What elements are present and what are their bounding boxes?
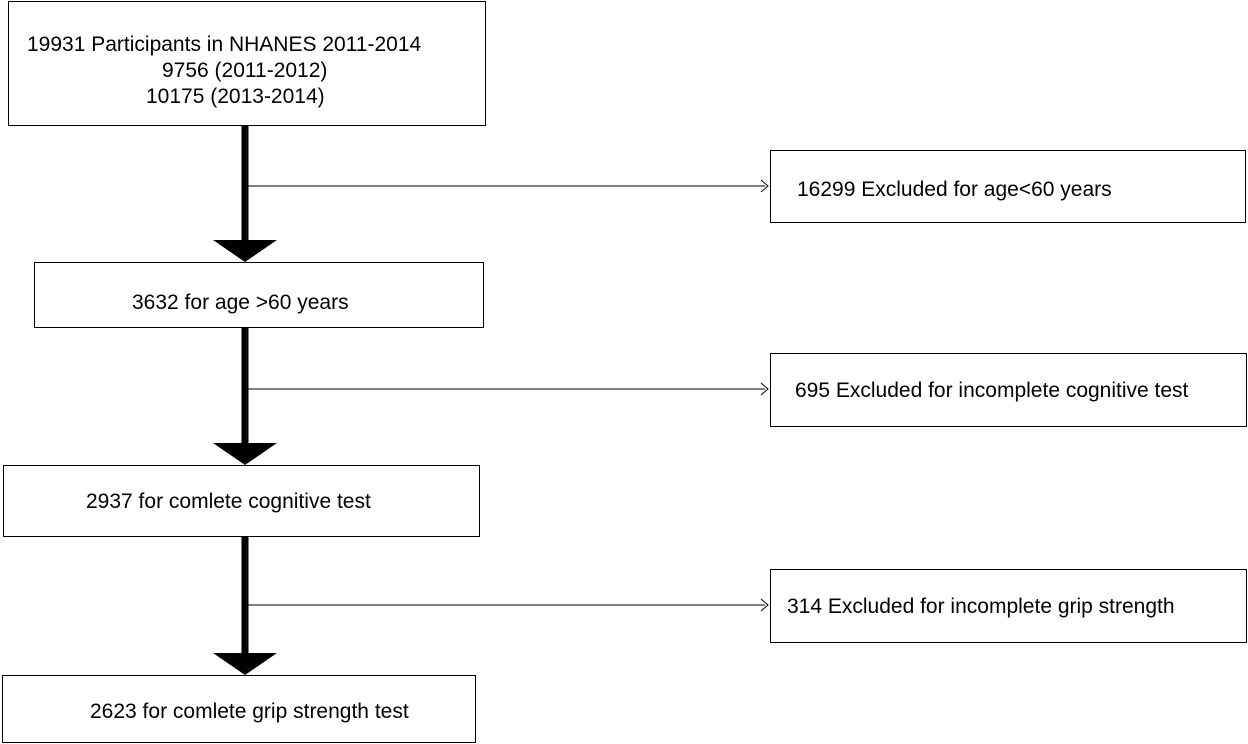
exclusion-box-age: 16299 Excluded for age<60 years xyxy=(770,150,1246,223)
step-label-age: 3632 for age >60 years xyxy=(132,291,349,314)
exclusion-arrowhead-3 xyxy=(760,598,769,612)
step-box-age: 3632 for age >60 years xyxy=(34,262,484,328)
main-arrowhead-3 xyxy=(213,653,277,675)
exclusion-box-grip: 314 Excluded for incomplete grip strengt… xyxy=(770,569,1247,643)
step-box-grip: 2623 for comlete grip strength test xyxy=(2,675,476,743)
exclusion-arrowhead-2 xyxy=(760,382,769,396)
exclusion-box-cognitive: 695 Excluded for incomplete cognitive te… xyxy=(770,353,1247,427)
step-box-cognitive: 2937 for comlete cognitive test xyxy=(3,465,480,537)
exclusion-label-cognitive: 695 Excluded for incomplete cognitive te… xyxy=(795,379,1189,402)
exclusion-label-age: 16299 Excluded for age<60 years xyxy=(797,178,1112,201)
step-label-grip: 2623 for comlete grip strength test xyxy=(90,700,409,723)
start-line-3: 10175 (2013-2014) xyxy=(146,85,325,108)
main-arrowhead-2 xyxy=(213,443,277,465)
start-box: 19931 Participants in NHANES 2011-2014 9… xyxy=(8,1,486,126)
main-arrowhead-1 xyxy=(213,240,277,262)
exclusion-arrowhead-1 xyxy=(760,179,769,193)
start-line-2: 9756 (2011-2012) xyxy=(162,59,328,82)
start-line-1: 19931 Participants in NHANES 2011-2014 xyxy=(27,33,422,56)
exclusion-label-grip: 314 Excluded for incomplete grip strengt… xyxy=(787,595,1175,618)
step-label-cognitive: 2937 for comlete cognitive test xyxy=(86,490,371,513)
